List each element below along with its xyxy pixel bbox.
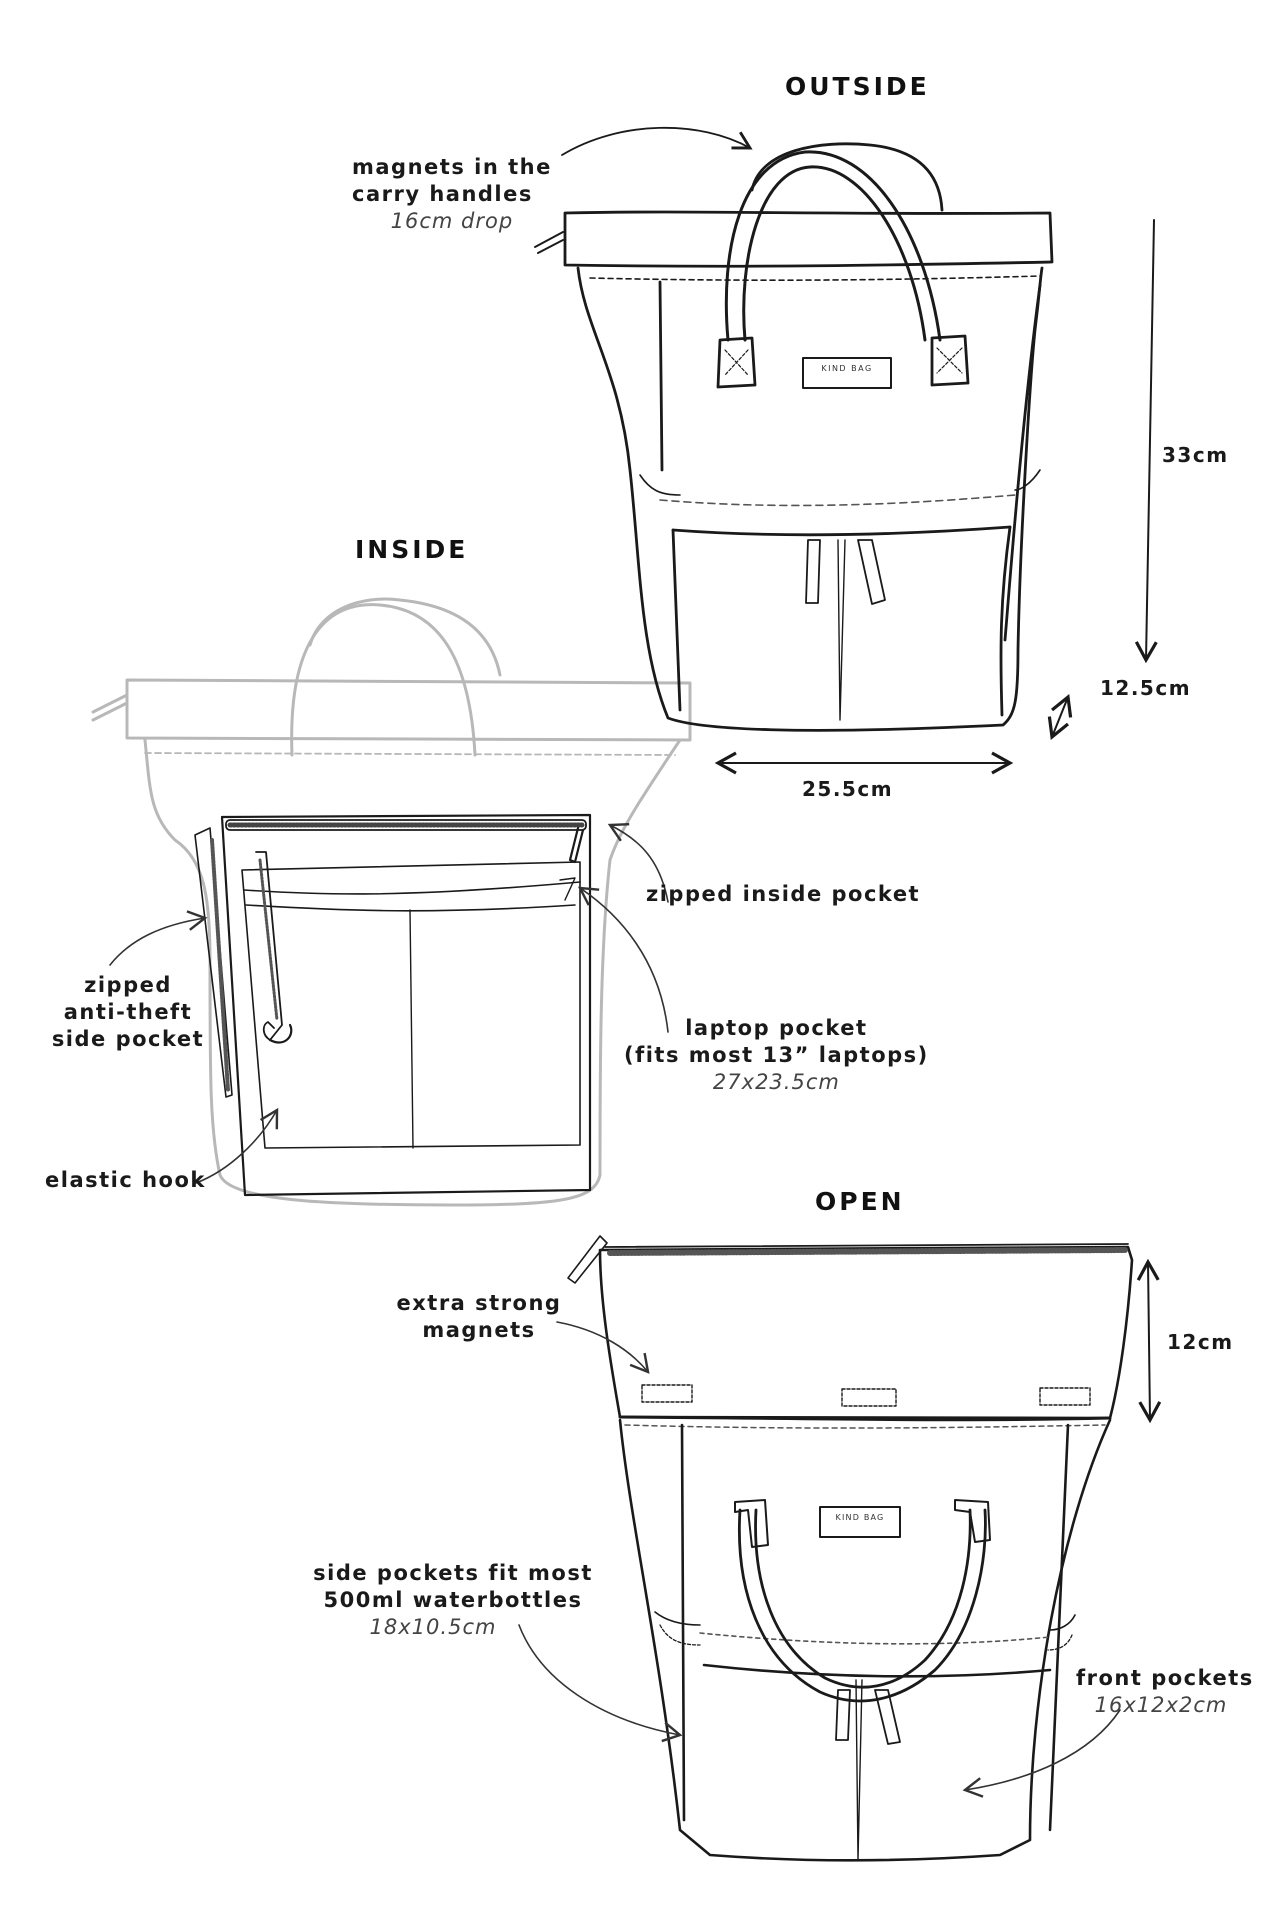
side-pockets-line2: 500ml waterbottles bbox=[323, 1588, 583, 1612]
inside-title: INSIDE bbox=[355, 535, 469, 564]
magnets-label: extra strong magnets bbox=[395, 1290, 563, 1344]
laptop-pocket-line1: laptop pocket bbox=[685, 1016, 868, 1040]
outside-bag bbox=[534, 126, 1158, 775]
open-bag bbox=[567, 1235, 1162, 1862]
magnets-line1: extra strong bbox=[396, 1291, 562, 1315]
zipped-inside-pocket-label: zipped inside pocket bbox=[646, 882, 921, 906]
elastic-hook-label: elastic hook bbox=[45, 1168, 206, 1192]
outside-brand-patch: KIND BAG bbox=[821, 364, 873, 373]
open-brand-patch: KIND BAG bbox=[835, 1513, 885, 1522]
open-pointer-arrows bbox=[518, 1321, 1121, 1798]
laptop-pocket-size: 27x23.5cm bbox=[712, 1070, 840, 1094]
dimension-top-height: 12cm bbox=[1167, 1330, 1234, 1354]
front-pockets-label: front pockets 16x12x2cm bbox=[1076, 1665, 1254, 1719]
anti-theft-label: zipped anti-theft side pocket bbox=[38, 972, 218, 1053]
inside-pocket-panel bbox=[194, 813, 592, 1197]
handles-drop-detail: 16cm drop bbox=[390, 209, 514, 233]
side-pockets-label: side pockets fit most 500ml waterbottles… bbox=[313, 1560, 593, 1641]
side-pockets-size: 18x10.5cm bbox=[369, 1615, 497, 1639]
inside-pointer-arrows bbox=[109, 822, 669, 1184]
open-title: OPEN bbox=[815, 1187, 905, 1216]
handles-label: magnets in the carry handles 16cm drop bbox=[352, 154, 552, 235]
laptop-pocket-line2: (fits most 13” laptops) bbox=[624, 1043, 929, 1067]
dimension-width: 25.5cm bbox=[802, 777, 894, 801]
anti-theft-line3: side pocket bbox=[51, 1027, 205, 1051]
dimension-height: 33cm bbox=[1162, 443, 1229, 467]
anti-theft-line1: zipped bbox=[84, 973, 172, 997]
outside-title: OUTSIDE bbox=[785, 72, 930, 101]
magnets-line2: magnets bbox=[422, 1318, 536, 1342]
handles-label-line2: carry handles bbox=[352, 182, 533, 206]
laptop-pocket-label: laptop pocket (fits most 13” laptops) 27… bbox=[624, 1015, 929, 1096]
anti-theft-line2: anti-theft bbox=[63, 1000, 193, 1024]
front-pockets-line1: front pockets bbox=[1076, 1666, 1254, 1690]
inside-bag-outline bbox=[91, 597, 692, 1207]
dimension-depth: 12.5cm bbox=[1100, 676, 1192, 700]
front-pockets-size: 16x12x2cm bbox=[1094, 1693, 1228, 1717]
handles-label-line1: magnets in the bbox=[352, 155, 552, 179]
side-pockets-line1: side pockets fit most bbox=[313, 1561, 593, 1585]
